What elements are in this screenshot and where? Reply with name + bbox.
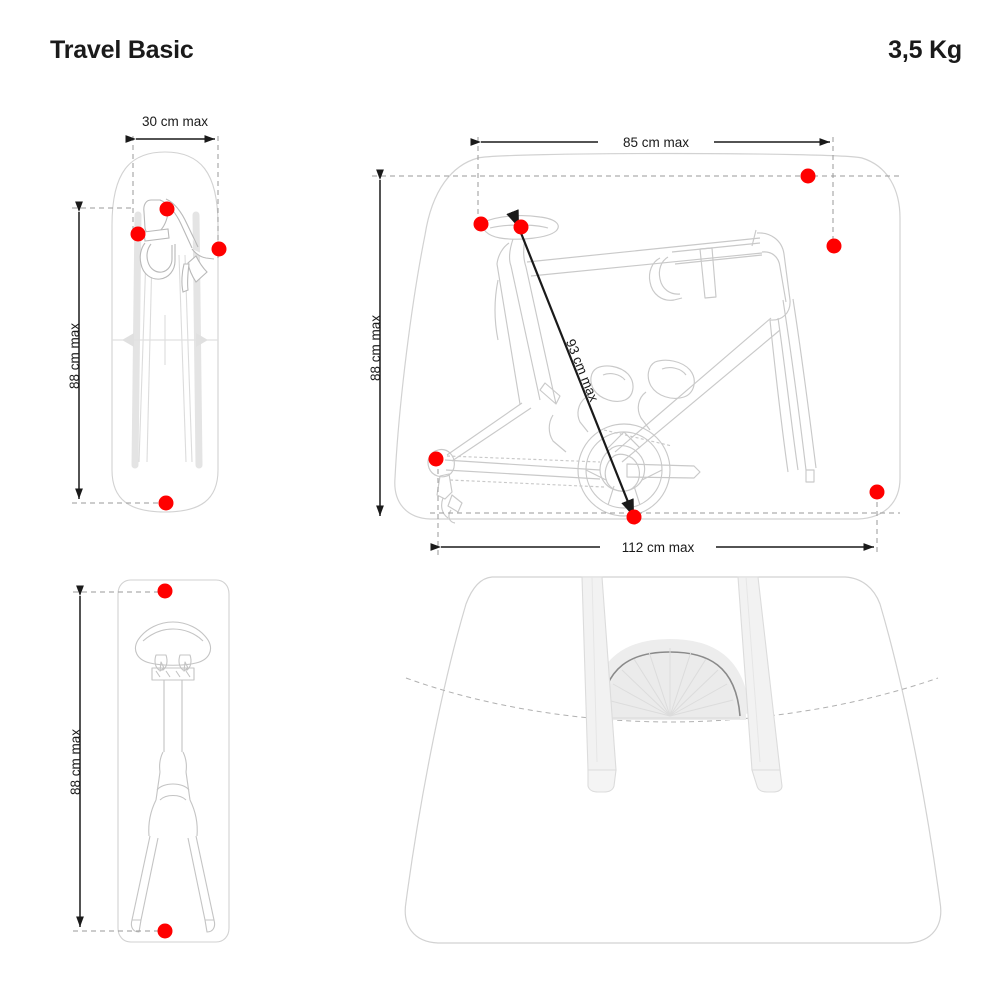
marker-dot bbox=[158, 495, 174, 511]
marker-dot bbox=[800, 168, 816, 184]
dimension-label-112: 112 cm max bbox=[622, 540, 695, 555]
marker-dot bbox=[869, 484, 885, 500]
marker-dot bbox=[473, 216, 489, 232]
axle-marker bbox=[112, 315, 218, 365]
dimension-label-30: 30 cm max bbox=[142, 114, 208, 129]
dimension-height-88-b: 88 cm max bbox=[368, 169, 384, 516]
marker-dot bbox=[513, 219, 529, 235]
dimension-height-88-c: 88 cm max bbox=[68, 585, 160, 932]
contact-markers bbox=[157, 583, 173, 939]
view-rear-bottom-left: 88 cm max bbox=[68, 579, 230, 943]
view-front-top-left: 30 cm max 88 cm max bbox=[67, 114, 227, 513]
dimension-label-88-a: 88 cm max bbox=[67, 323, 82, 389]
saddle-and-fork-linework bbox=[130, 621, 216, 933]
dimension-width-112: 112 cm max bbox=[430, 460, 878, 556]
dimension-label-85: 85 cm max bbox=[623, 135, 689, 150]
brake-lever-assembly bbox=[139, 198, 215, 293]
dimension-height-88-a: 88 cm max bbox=[67, 201, 160, 504]
fork-legs bbox=[581, 576, 783, 793]
marker-dot bbox=[211, 241, 227, 257]
page-title: Travel Basic bbox=[50, 36, 194, 64]
case-outline bbox=[117, 579, 230, 943]
marker-dot bbox=[159, 201, 175, 217]
dimension-width-85: 85 cm max bbox=[470, 131, 834, 248]
contact-markers bbox=[130, 201, 227, 511]
marker-dot bbox=[157, 923, 173, 939]
dimension-label-88-b: 88 cm max bbox=[368, 315, 383, 381]
view-front-bottom-right bbox=[404, 576, 942, 944]
marker-dot bbox=[130, 226, 146, 242]
case-outline bbox=[404, 576, 942, 944]
reference-arc bbox=[405, 677, 939, 723]
marker-dot bbox=[157, 583, 173, 599]
marker-dot bbox=[826, 238, 842, 254]
weight-label: 3,5 Kg bbox=[888, 36, 962, 64]
spokes bbox=[606, 648, 734, 717]
dimension-label-88-c: 88 cm max bbox=[68, 729, 83, 795]
wheel-assembly bbox=[590, 638, 750, 720]
marker-dot bbox=[428, 451, 444, 467]
contact-markers bbox=[428, 168, 885, 525]
marker-dot bbox=[626, 509, 642, 525]
view-side-main: 85 cm max 88 cm max 93 cm max 112 cm max bbox=[368, 131, 901, 556]
dimension-width-30: 30 cm max bbox=[125, 114, 219, 258]
